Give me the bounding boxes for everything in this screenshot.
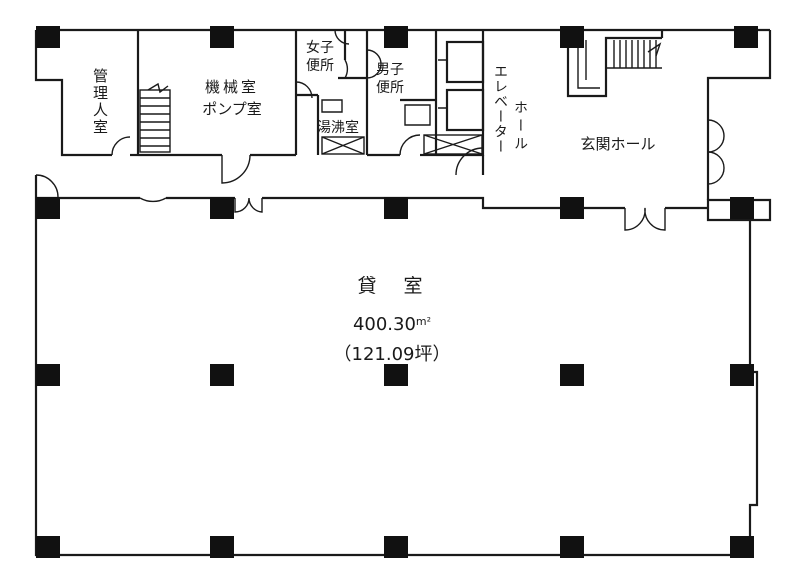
columns bbox=[36, 26, 758, 558]
column bbox=[730, 197, 754, 219]
interior-walls bbox=[100, 30, 664, 175]
column bbox=[210, 536, 234, 558]
column bbox=[560, 26, 584, 48]
column bbox=[210, 26, 234, 48]
column bbox=[210, 364, 234, 386]
pump-room-label: ポンプ室 bbox=[202, 100, 262, 118]
column bbox=[730, 364, 754, 386]
men-wc-label-2: 便所 bbox=[376, 80, 404, 96]
column bbox=[560, 536, 584, 558]
kitchen-label: 湯沸室 bbox=[317, 119, 359, 136]
elevator-hall-label-2: ホール bbox=[512, 100, 528, 154]
machine-room-label: 機械室 bbox=[205, 78, 259, 96]
rental-room-tsubo: （121.09坪） bbox=[334, 344, 451, 365]
stairs-right bbox=[577, 40, 662, 89]
women-wc-label-1: 女子 bbox=[306, 39, 334, 56]
column bbox=[36, 197, 60, 219]
column bbox=[210, 197, 234, 219]
rental-room-area: 400.30m² bbox=[353, 314, 431, 335]
women-wc-label-2: 便所 bbox=[306, 58, 334, 74]
column bbox=[36, 26, 60, 48]
rental-area-unit: m² bbox=[416, 315, 431, 328]
stairs-left bbox=[139, 82, 171, 153]
column bbox=[36, 536, 60, 558]
column bbox=[560, 364, 584, 386]
elevator-hall-label-1: エレベーター bbox=[492, 64, 508, 154]
column bbox=[730, 536, 754, 558]
column bbox=[384, 536, 408, 558]
rental-room-title: 貸 室 bbox=[357, 275, 426, 297]
doors bbox=[35, 29, 725, 231]
office-label: 管理人室 bbox=[91, 68, 109, 136]
men-wc-label-1: 男子 bbox=[376, 62, 404, 78]
rental-area-value: 400.30 bbox=[353, 314, 416, 335]
column bbox=[384, 197, 408, 219]
column bbox=[384, 26, 408, 48]
entrance-hall-label: 玄関ホール bbox=[580, 135, 655, 153]
column bbox=[734, 26, 758, 48]
room-labels: 管理人室 機械室 ポンプ室 女子 便所 男子 便所 湯沸室 エレベーター ホール… bbox=[91, 39, 656, 365]
column bbox=[384, 364, 408, 386]
column bbox=[36, 364, 60, 386]
column bbox=[560, 197, 584, 219]
